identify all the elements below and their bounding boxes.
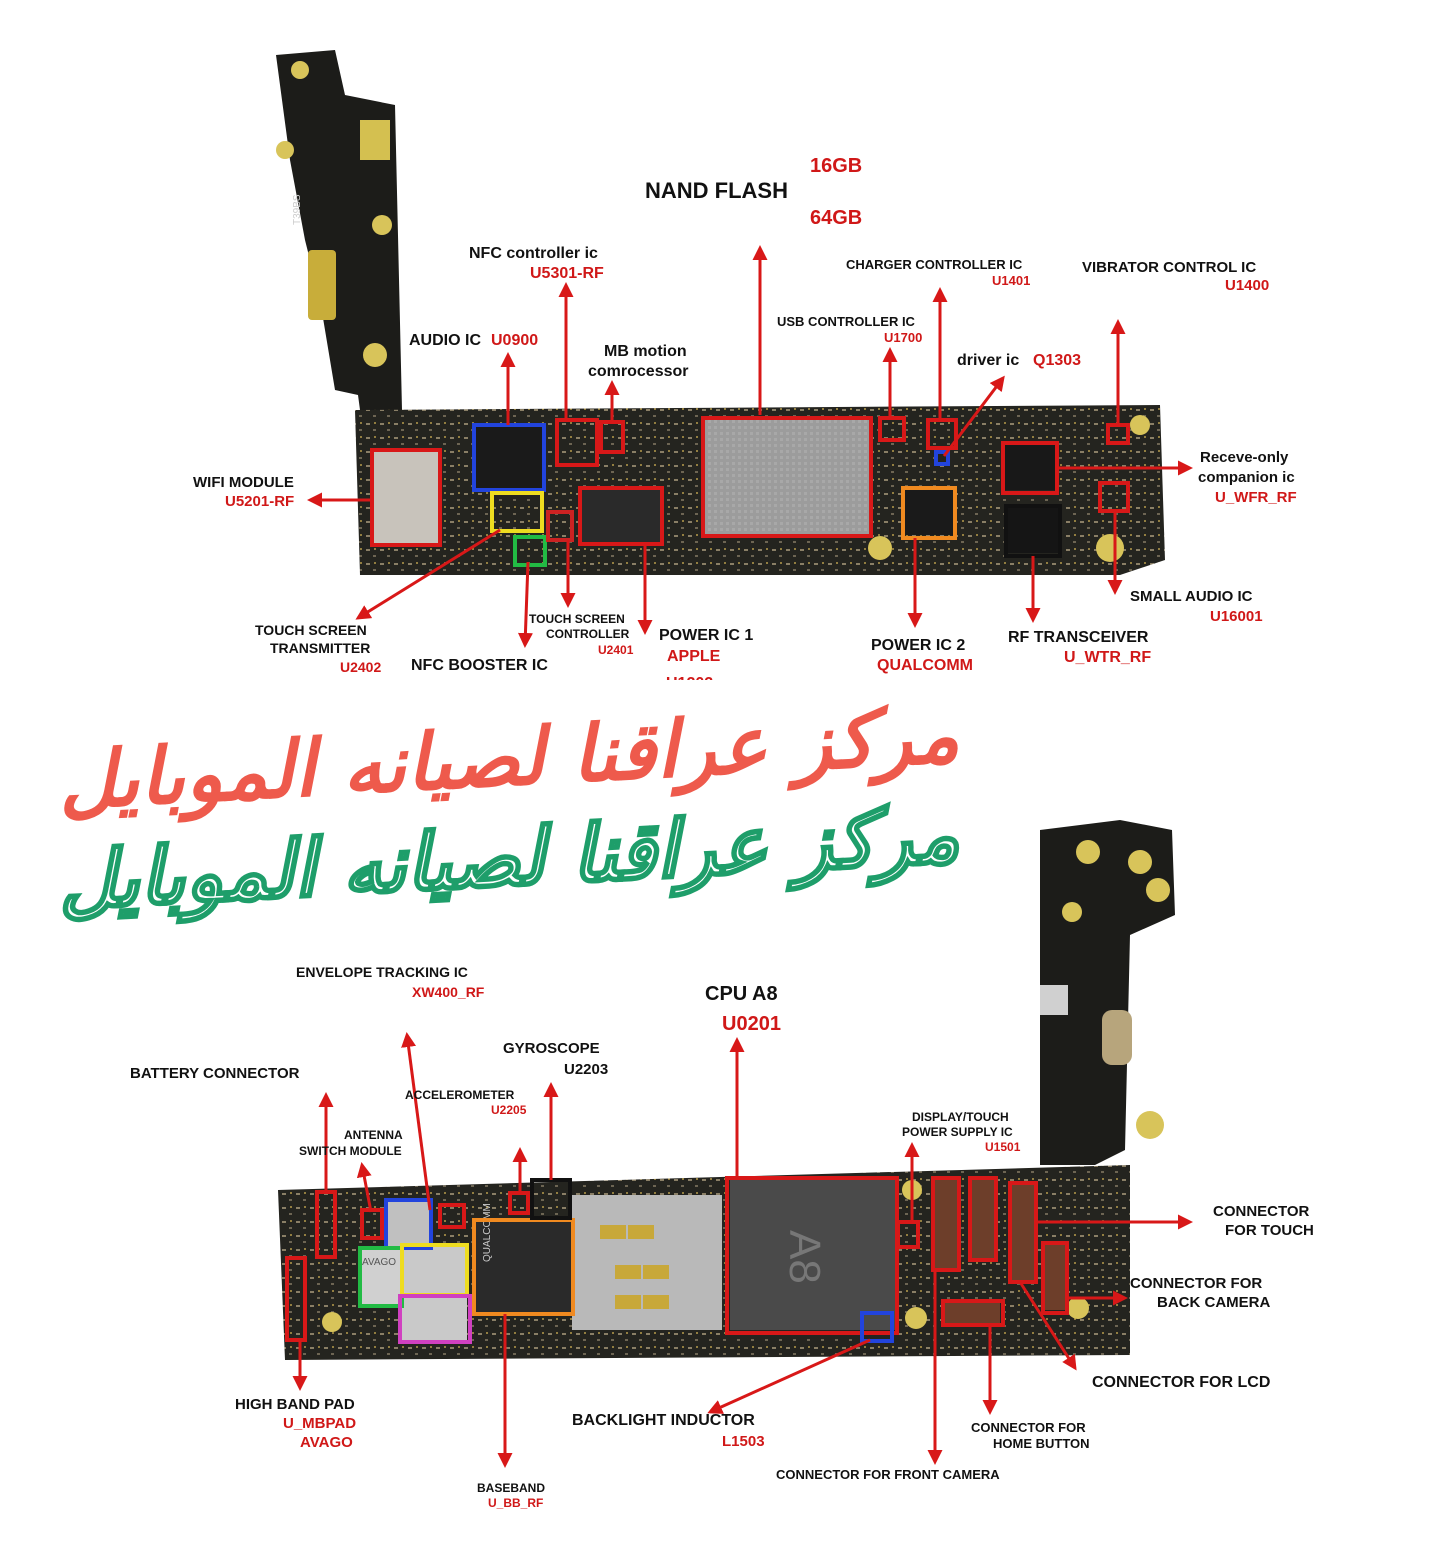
touch-tx-line1: TOUCH SCREEN — [255, 622, 367, 638]
cpu-name: CPU A8 — [705, 983, 778, 1005]
home-btn-line2: HOME BUTTON — [993, 1436, 1090, 1451]
gyro-code: U2203 — [564, 1061, 608, 1078]
nand-16gb: 16GB — [810, 155, 862, 177]
nfc-controller-name: NFC controller ic — [469, 245, 598, 262]
usb-controller-code: U1700 — [884, 330, 922, 345]
high-band-chip — [360, 1250, 400, 1305]
battery-name: BATTERY CONNECTOR — [130, 1065, 300, 1082]
nand-title: NAND FLASH — [645, 178, 788, 203]
antenna-line2: SWITCH MODULE — [299, 1144, 402, 1158]
conn-back-cam-line2: BACK CAMERA — [1157, 1294, 1270, 1311]
touch-tx-code: U2402 — [340, 659, 381, 675]
touch-ctrl-code: U2401 — [598, 643, 634, 657]
power-ic-2-chip — [905, 490, 953, 535]
power2-name: POWER IC 2 — [871, 637, 965, 654]
high-band-name: HIGH BAND PAD — [235, 1396, 355, 1413]
audio-ic-name: AUDIO IC — [409, 332, 481, 349]
vibrator-name: VIBRATOR CONTROL IC — [1082, 259, 1256, 276]
gyro-name: GYROSCOPE — [503, 1040, 600, 1057]
conn-lcd-name: CONNECTOR FOR LCD — [1092, 1374, 1270, 1391]
receive-only-chip — [1005, 445, 1055, 490]
nfc-controller-code: U5301-RF — [530, 265, 604, 282]
display-power-line1: DISPLAY/TOUCH — [912, 1110, 1009, 1124]
power-ic-1-chip — [582, 490, 660, 542]
home-btn-line1: CONNECTOR FOR — [971, 1420, 1086, 1435]
driver-ic-name: driver ic — [957, 352, 1019, 369]
receive-code: U_WFR_RF — [1215, 489, 1297, 506]
accel-name: ACCELEROMETER — [405, 1088, 515, 1102]
rf-transceiver-chip — [1008, 508, 1058, 553]
driver-ic-code: Q1303 — [1033, 352, 1081, 369]
watermark: مركز عراقنا لصيانه الموبايل مركز عراقنا … — [55, 689, 963, 931]
cpu-a8-chip — [730, 1180, 895, 1330]
touch-ctrl-line1: TOUCH SCREEN — [529, 612, 625, 626]
touch-tx-line2: TRANSMITTER — [270, 640, 370, 656]
nand-flash-chip — [705, 420, 870, 535]
display-power-line2: POWER SUPPLY IC — [902, 1125, 1013, 1139]
rf-transceiver-code: U_WTR_RF — [1064, 649, 1151, 666]
top-board: T39BS — [276, 50, 1193, 648]
antenna-line1: ANTENNA — [344, 1128, 403, 1142]
accel-code: U2205 — [491, 1103, 527, 1117]
backlight-name: BACKLIGHT INDUCTOR — [572, 1412, 755, 1429]
bottom-labels: ENVELOPE TRACKING IC XW400_RF CPU A8 U02… — [130, 964, 1314, 1510]
audio-ic-code: U0900 — [491, 332, 538, 349]
receive-line2: companion ic — [1198, 469, 1295, 486]
usb-controller-name: USB CONTROLLER IC — [777, 314, 916, 329]
high-band-code: U_MBPAD — [283, 1415, 356, 1432]
envelope-code: XW400_RF — [412, 984, 485, 1000]
cpu-code: U0201 — [722, 1013, 781, 1035]
small-audio-code: U16001 — [1210, 608, 1263, 625]
high-band-chip-mark: AVAGO — [362, 1257, 396, 1268]
baseband-name: BASEBAND — [477, 1481, 545, 1495]
vibrator-code: U1400 — [1225, 277, 1269, 294]
envelope-name: ENVELOPE TRACKING IC — [296, 964, 468, 980]
wifi-name: WIFI MODULE — [193, 474, 294, 491]
power1-name: POWER IC 1 — [659, 627, 753, 644]
display-power-code: U1501 — [985, 1140, 1021, 1154]
front-cam-name: CONNECTOR FOR FRONT CAMERA — [776, 1467, 1000, 1482]
touch-ctrl-line2: CONTROLLER — [546, 627, 630, 641]
power2-maker: QUALCOMM — [877, 657, 973, 674]
wifi-module-chip — [370, 450, 440, 545]
receive-line1: Receve-only — [1200, 449, 1289, 466]
baseband-chip-mark: QUALCOMM — [482, 1203, 493, 1262]
conn-touch-line2: FOR TOUCH — [1225, 1222, 1314, 1239]
charger-controller-name: CHARGER CONTROLLER IC — [846, 257, 1023, 272]
baseband-chip — [476, 1222, 571, 1312]
small-audio-name: SMALL AUDIO IC — [1130, 588, 1253, 605]
charger-controller-code: U1401 — [992, 273, 1030, 288]
mb-motion-line1: MB motion — [604, 343, 687, 360]
rf-transceiver-name: RF TRANSCEIVER — [1008, 629, 1149, 646]
high-band-maker: AVAGO — [300, 1434, 353, 1451]
wifi-code: U5201-RF — [225, 493, 294, 510]
conn-touch-line1: CONNECTOR — [1213, 1203, 1310, 1220]
cpu-chip-mark: A8 — [780, 1230, 829, 1284]
backlight-code: L1503 — [722, 1433, 765, 1450]
mb-motion-line2: comrocessor — [588, 363, 689, 380]
power1-maker: APPLE — [667, 648, 721, 665]
conn-back-cam-line1: CONNECTOR FOR — [1130, 1275, 1262, 1292]
sim-tray — [572, 1195, 722, 1330]
bottom-board: A8 QUALCOMM AVAGO — [278, 820, 1193, 1468]
board-mark-t39bs: T39BS — [292, 194, 303, 225]
audio-ic-chip — [476, 427, 544, 489]
baseband-code: U_BB_RF — [488, 1496, 543, 1510]
nand-64gb: 64GB — [810, 207, 862, 229]
nfc-booster-name: NFC BOOSTER IC — [411, 657, 548, 674]
top-labels: NAND FLASH 16GB 64GB NFC controller ic U… — [193, 155, 1297, 693]
